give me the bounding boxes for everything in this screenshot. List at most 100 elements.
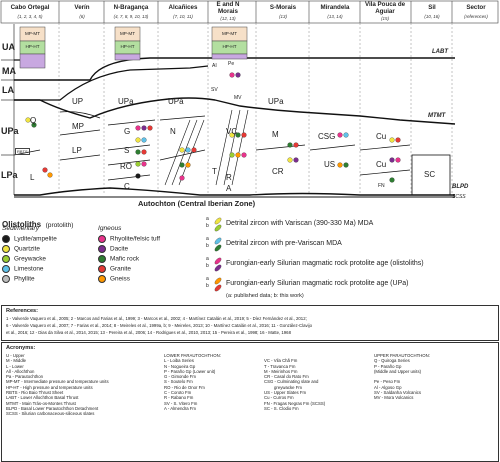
phyllite-dot-icon xyxy=(2,275,10,283)
acronym-item: SV - Saldanha Volcanics xyxy=(374,390,422,396)
acronym-item: Q - Quiroga Series xyxy=(374,358,410,364)
col-refs-sil: (10, 16) xyxy=(424,14,440,19)
unit-r: R xyxy=(226,173,232,182)
legend-protolith-label: (protolith) xyxy=(45,222,74,229)
unit-cr: CR xyxy=(272,167,284,176)
legend-label-limestone: Limestone xyxy=(14,265,44,273)
unit-c: C xyxy=(124,182,130,191)
col-refs-cabo-ortegal: (1, 2, 3, 4, 5) xyxy=(17,14,43,19)
col-refs-verin: (6) xyxy=(79,14,85,19)
zircon-symbols xyxy=(214,217,222,292)
level-ua: UA xyxy=(2,42,15,52)
col-header-e-n-morais: E and N Morais xyxy=(216,1,240,15)
legend-label-phyllite: Phyllite xyxy=(14,275,35,283)
legend-label-rhyolite: Rhyolite/felsic tuff xyxy=(110,235,160,243)
acronyms-box: Acronyms: U - Upper M - Middle L - Lower… xyxy=(1,342,499,462)
col-refs-mirandela: (13, 14) xyxy=(327,14,343,19)
thrust-scss: SCSS xyxy=(452,194,466,200)
box-pe: Pe xyxy=(228,61,235,67)
acronym-item: S - Soutelo Fm xyxy=(164,379,193,385)
acronym-item: RO - Rio de Onor Fm xyxy=(164,384,205,390)
acronym-item: R - Rabano Fm xyxy=(164,395,194,401)
col-header-alcanices: Alcañices xyxy=(168,4,198,11)
autochton-label: Autochton (Central Iberian Zone) xyxy=(138,199,256,208)
gneiss-dot-icon xyxy=(98,275,106,283)
references-line-2: 6 - Valverde Vaquero et al., 2007; 7 - F… xyxy=(6,323,312,328)
acronym-item: RBTS - Rio Baio Thrust Sheet xyxy=(6,390,64,396)
col-refs-n-braganca: (4, 7, 8, 9, 10, 13) xyxy=(113,14,149,19)
acronym-item: Pa - Parautochthon xyxy=(6,374,44,380)
unit-ro: RO xyxy=(120,162,132,171)
unit-g: G xyxy=(124,127,131,136)
unit-mp: MP xyxy=(72,122,84,131)
box-hp-ht-braganca: HP-HT xyxy=(120,44,135,49)
col-refs-alcanices: (7, 10, 11) xyxy=(173,14,193,19)
acronym-item: P - Paraño Gp (Lower unit) xyxy=(164,368,216,374)
legend-label-granite: Granite xyxy=(110,265,131,273)
acronym-item: HP-HT - High pressure and temperature un… xyxy=(6,384,93,390)
legend-label-quartzite: Quartzite xyxy=(14,245,40,253)
ab-b-1: b xyxy=(206,223,209,229)
box-t: T xyxy=(212,167,217,176)
acronym-item: G - Gimonde Fm xyxy=(164,374,196,380)
legend-item-phyllite: Phyllite xyxy=(2,275,57,285)
unit-q: Q xyxy=(30,116,37,125)
unit-s: S xyxy=(124,146,130,155)
unit-upa-alcanices: UPa xyxy=(168,97,184,106)
acronym-item: T - Travanca Fm xyxy=(264,363,296,369)
acronym-item: L - Lower xyxy=(6,363,24,369)
col-refs-sector: (references) xyxy=(464,14,488,19)
limestone-dot-icon xyxy=(2,265,10,273)
zircon-pre-variscan: Detrital zircon with pre-Variscan MDA xyxy=(226,240,342,247)
zircon-variscan: Detrital zircon with Variscan (390-330 M… xyxy=(226,220,374,227)
legend-item-dacite: Dacite xyxy=(98,245,160,255)
col-header-verin: Verín xyxy=(74,4,90,11)
acronym-item: M - Middle xyxy=(6,358,27,364)
unit-a: A xyxy=(226,184,232,193)
col-header-n-braganca: N-Bragança xyxy=(113,4,149,11)
acronym-item: MV - Mora Volcanics xyxy=(374,395,414,401)
references-line-1: 1 - Valverde Vaquero et al., 2005; 2 - M… xyxy=(6,316,307,321)
acronym-item: greywacke Fm xyxy=(274,384,302,390)
legend-olistoliths-title: Olistoliths (protolith) xyxy=(2,214,73,232)
acronym-item: SV - S. Vitero Fm xyxy=(164,400,198,406)
level-lpa: LPa xyxy=(1,170,18,180)
box-mv: MV xyxy=(234,95,242,101)
acronym-item: SCSS - Silurian carbonaceous-siliceous s… xyxy=(6,411,95,417)
legend: Olistoliths (protolith) Sedimentary Igne… xyxy=(2,214,498,299)
acronym-item: SC - S. Clodio Fm xyxy=(264,405,299,411)
acronym-item: A - Almendra Fm xyxy=(164,405,196,411)
acronym-item: FN - Fragas Negras Fm (SCSS) xyxy=(264,400,326,406)
legend-item-lydite: Lydite/ampelite xyxy=(2,235,57,245)
acronyms-col-2: LOWER PARAUTOCHTHON: L - Loiba Series N … xyxy=(164,353,221,411)
unit-vc: VC xyxy=(226,127,238,136)
acronym-item: P - Paraño Gp xyxy=(374,363,402,369)
thrust-blpd: BLPD xyxy=(452,184,469,190)
level-ma: MA xyxy=(2,66,16,76)
acronym-item: LABT - Lower Allochthon Basal Thrust xyxy=(6,395,79,401)
references-line-3: et al., 2016; 12 - Dias da Silva et al.,… xyxy=(6,330,291,335)
unit-us: US xyxy=(324,160,336,169)
thrust-labt: LABT xyxy=(432,49,448,55)
granite-dot-icon xyxy=(98,265,106,273)
unit-m: M xyxy=(272,130,279,139)
col-refs-vila-pouca: (15) xyxy=(381,16,389,21)
thrust-mtmt: MTMT xyxy=(428,113,446,119)
acronym-heading: LOWER PARAUTOCHTHON: xyxy=(164,353,221,358)
box-hp-ht-cabo: HP-HT xyxy=(25,44,40,49)
acronyms-title: Acronyms: xyxy=(6,345,36,351)
zircon-upa: Furongian-early Silurian magmatic rock p… xyxy=(226,280,409,287)
box-sv: SV xyxy=(211,87,218,93)
acronym-item: CSG - Culminating slate and xyxy=(264,379,319,385)
box-hp-ht-morais: HP-HT xyxy=(222,44,237,49)
box-mp-mt-braganca: MP-MT xyxy=(119,31,136,36)
acronym-item: M - Meirinhos Fm xyxy=(264,368,298,374)
ab-a-4: a xyxy=(206,276,209,282)
col-refs-e-n-morais: (12, 13) xyxy=(220,16,236,21)
legend-olistoliths-label: Olistoliths xyxy=(2,220,42,229)
lydite-dot-icon xyxy=(2,235,10,243)
acronym-item: US - Upper Slates Fm xyxy=(264,390,307,396)
acronym-item: BLPD - Basal Lower Parautochthon Detachm… xyxy=(6,405,99,411)
quartzite-dot-icon xyxy=(2,245,10,253)
acronym-item: MP-MT - Intermediate pressure and temper… xyxy=(6,379,109,385)
